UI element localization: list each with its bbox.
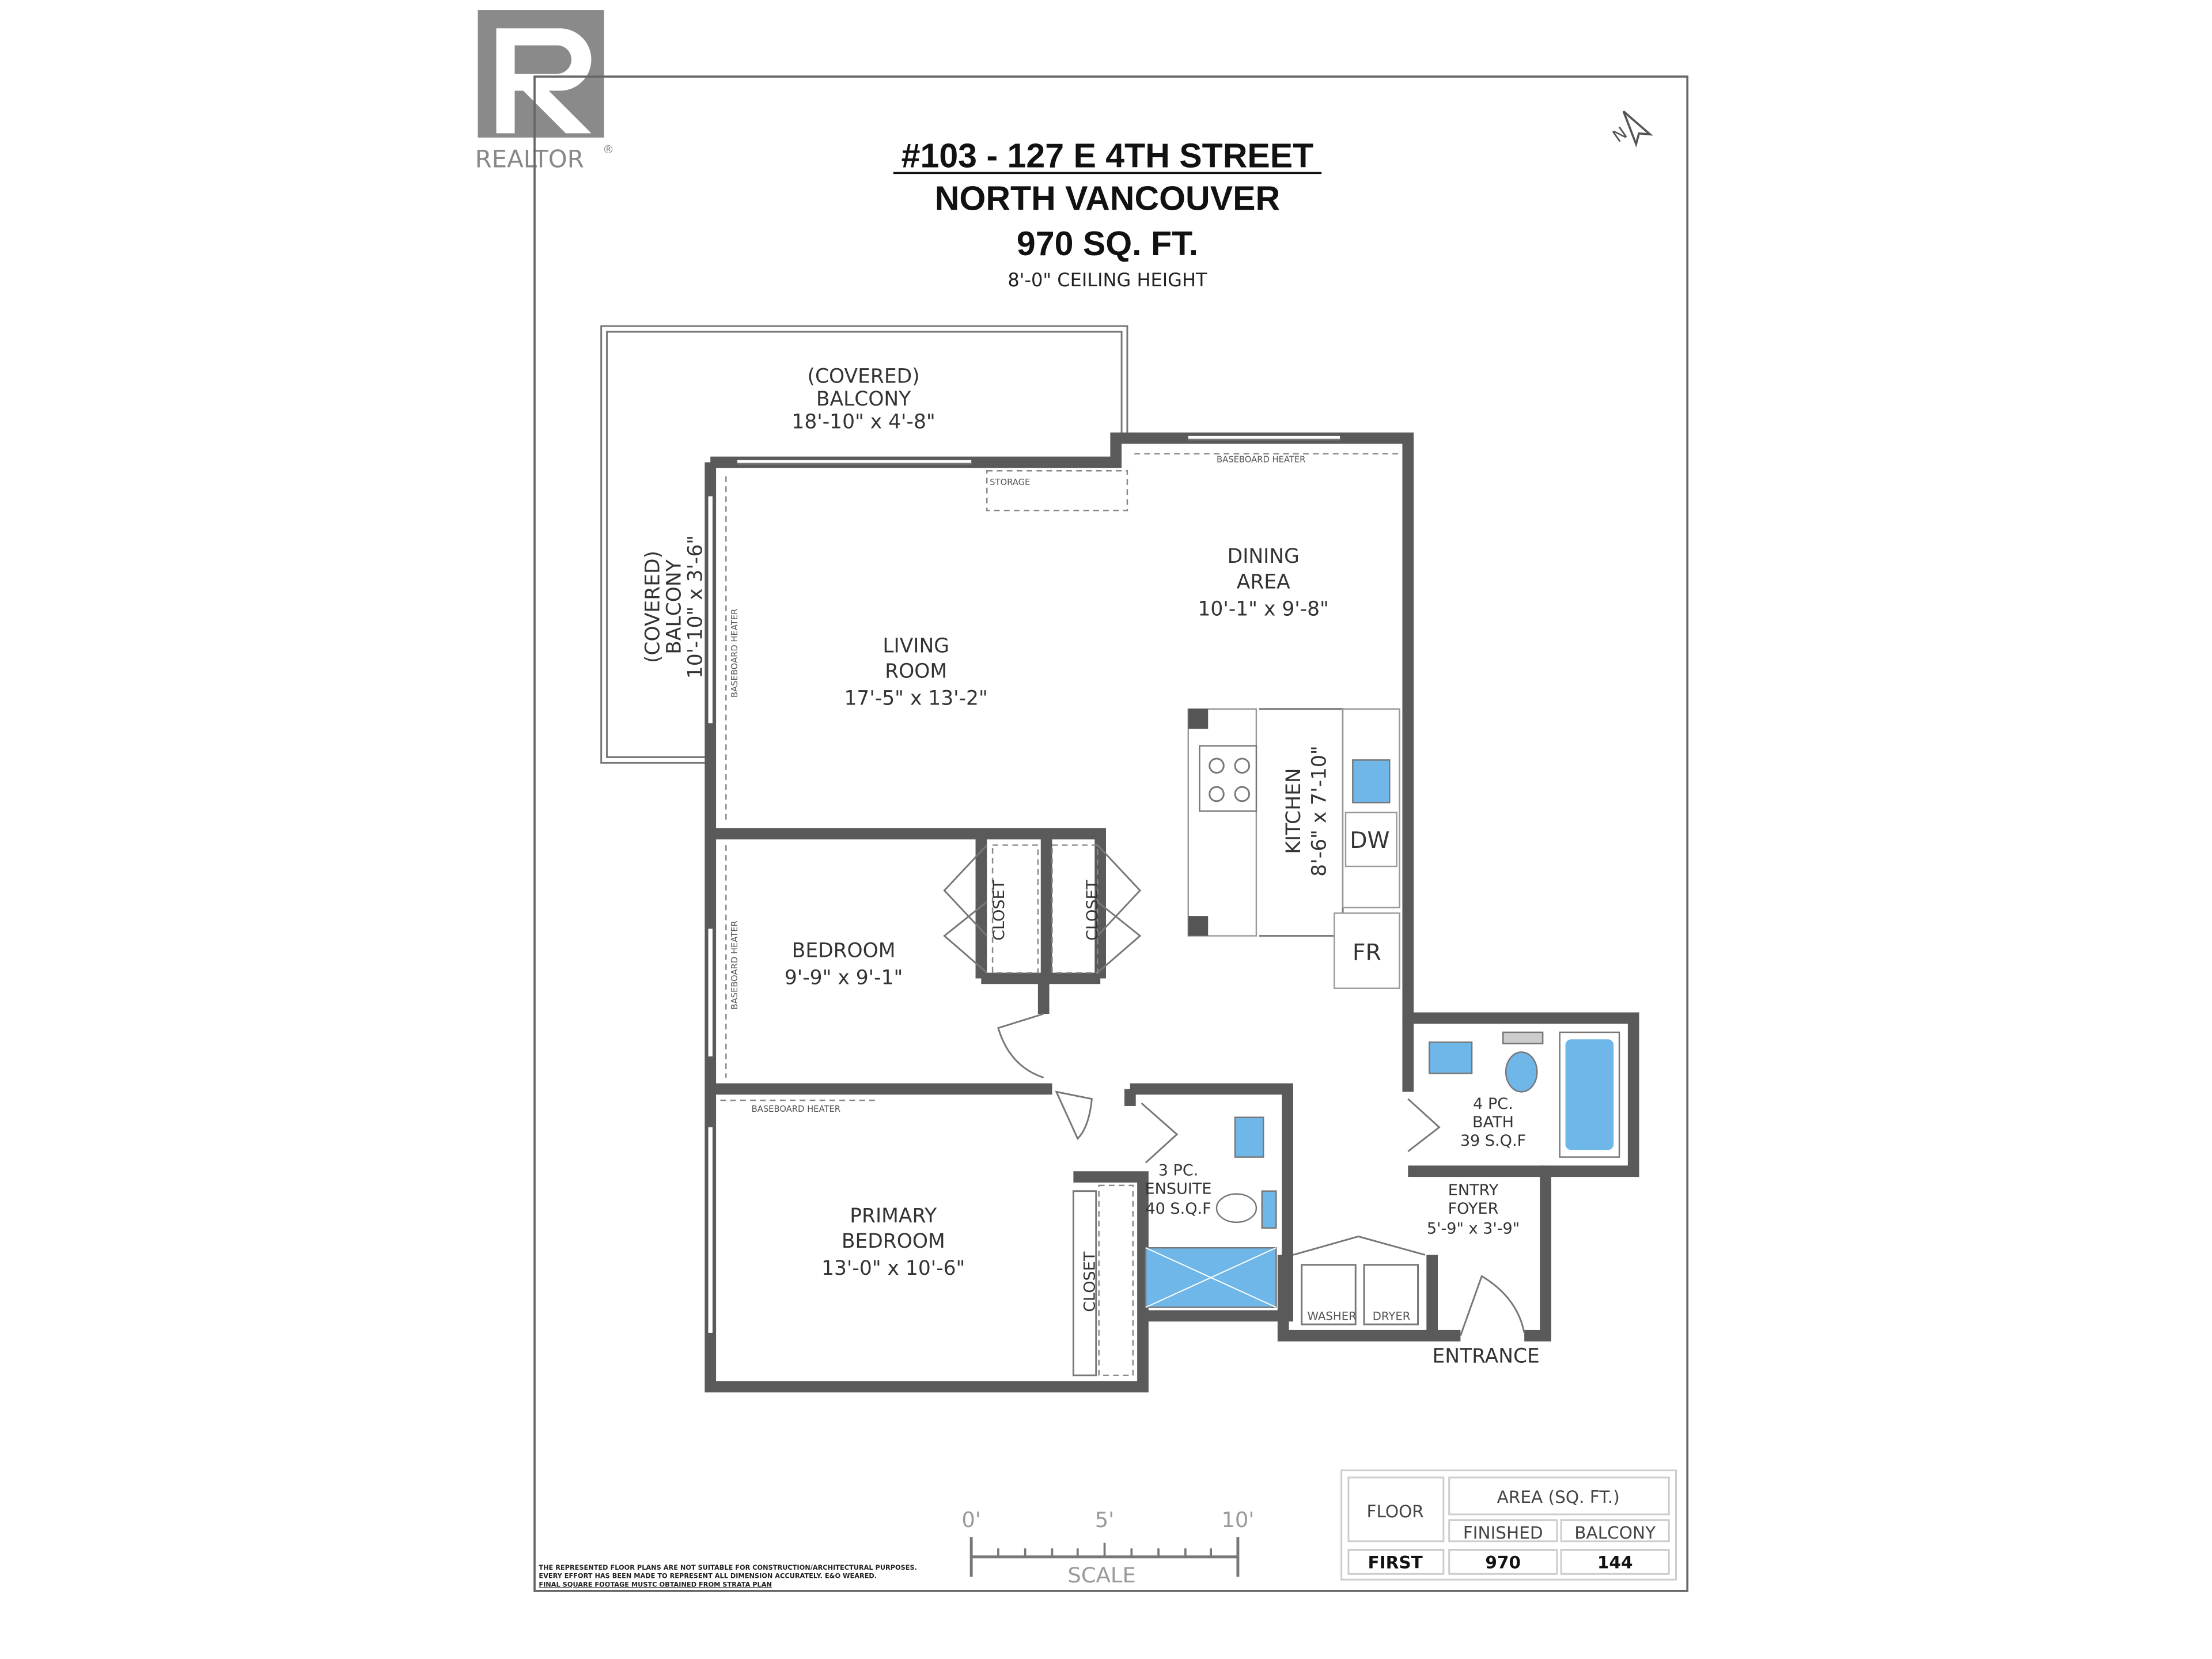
svg-text:9'-9" x 9'-1": 9'-9" x 9'-1"	[785, 966, 903, 989]
kitchen-counters	[1187, 708, 1400, 989]
dw-label: DW	[1350, 827, 1389, 854]
page-frame	[533, 75, 1689, 1592]
scale-bar: 0' 5' 10' SCALE	[961, 1508, 1254, 1588]
svg-text:BASEBOARD HEATER: BASEBOARD HEATER	[730, 609, 740, 698]
address-title: #103 - 127 E 4TH STREET	[902, 137, 1314, 175]
svg-text:10'-10" x 3'-6": 10'-10" x 3'-6"	[684, 535, 707, 679]
svg-text:AREA (SQ. FT.): AREA (SQ. FT.)	[1497, 1487, 1620, 1507]
city-title: NORTH VANCOUVER	[935, 179, 1280, 217]
disclaimer: THE REPRESENTED FLOOR PLANS ARE NOT SUIT…	[539, 1563, 917, 1589]
fr-label: FR	[1353, 939, 1381, 965]
room-label-balcony-top: (COVERED) BALCONY 18'-10" x 4'-8"	[791, 365, 935, 434]
north-arrow-icon: N	[1609, 110, 1653, 148]
entrance-label: ENTRANCE	[1433, 1345, 1540, 1368]
svg-text:17'-5" x 13'-2": 17'-5" x 13'-2"	[844, 687, 987, 710]
svg-text:EVERY EFFORT HAS BEEN MADE TO: EVERY EFFORT HAS BEEN MADE TO REPRESENT …	[539, 1572, 877, 1580]
svg-text:(COVERED): (COVERED)	[642, 551, 665, 663]
room-label-balcony-side: (COVERED) BALCONY 10'-10" x 3'-6"	[642, 535, 707, 679]
closet-doors	[943, 844, 1525, 1377]
svg-text:AREA: AREA	[1237, 571, 1290, 594]
svg-text:FIRST: FIRST	[1368, 1552, 1423, 1572]
svg-text:5': 5'	[1095, 1508, 1115, 1532]
svg-text:BEDROOM: BEDROOM	[842, 1230, 945, 1253]
svg-text:BASEBOARD HEATER: BASEBOARD HEATER	[752, 1104, 840, 1114]
realtor-logo: REALTOR ®	[475, 10, 614, 173]
svg-text:CLOSET: CLOSET	[1084, 880, 1101, 941]
svg-text:(COVERED): (COVERED)	[808, 365, 920, 388]
svg-text:40 S.Q.F: 40 S.Q.F	[1145, 1200, 1211, 1218]
svg-text:5'-9" x 3'-9": 5'-9" x 3'-9"	[1427, 1220, 1520, 1238]
svg-text:BALCONY: BALCONY	[1574, 1523, 1656, 1543]
svg-text:BASEBOARD HEATER: BASEBOARD HEATER	[730, 921, 740, 1009]
svg-text:DRYER: DRYER	[1373, 1310, 1411, 1323]
room-label-foyer: ENTRY FOYER 5'-9" x 3'-9"	[1427, 1181, 1520, 1237]
svg-text:ENTRY: ENTRY	[1448, 1181, 1499, 1199]
svg-text:SCALE: SCALE	[1067, 1563, 1135, 1588]
svg-text:BATH: BATH	[1472, 1113, 1514, 1131]
svg-text:BALCONY: BALCONY	[663, 559, 686, 654]
svg-text:REALTOR: REALTOR	[475, 145, 584, 173]
svg-text:10': 10'	[1221, 1508, 1254, 1532]
svg-text:CLOSET: CLOSET	[1081, 1251, 1099, 1312]
svg-text:18'-10" x 4'-8": 18'-10" x 4'-8"	[791, 410, 935, 433]
windows	[708, 435, 1340, 1333]
svg-text:DINING: DINING	[1228, 545, 1300, 568]
svg-text:BALCONY: BALCONY	[816, 388, 911, 411]
svg-text:0': 0'	[961, 1508, 981, 1532]
svg-text:4 PC.: 4 PC.	[1473, 1095, 1513, 1113]
svg-text:3 PC.: 3 PC.	[1158, 1162, 1199, 1180]
svg-text:39 S.Q.F: 39 S.Q.F	[1460, 1132, 1526, 1150]
laundry	[1301, 1264, 1419, 1325]
svg-text:BASEBOARD HEATER: BASEBOARD HEATER	[1217, 454, 1305, 464]
svg-text:ENSUITE: ENSUITE	[1145, 1180, 1212, 1198]
balcony-outline	[600, 325, 1128, 764]
svg-text:FINAL SQUARE FOOTAGE MUSTC OBT: FINAL SQUARE FOOTAGE MUSTC OBTAINED FROM…	[539, 1580, 772, 1588]
svg-text:13'-0" x 10'-6": 13'-0" x 10'-6"	[821, 1257, 965, 1280]
ensuite-fixtures	[1145, 1116, 1277, 1308]
room-label-primary: PRIMARY BEDROOM 13'-0" x 10'-6"	[821, 1205, 965, 1280]
svg-text:ROOM: ROOM	[885, 660, 947, 683]
svg-text:PRIMARY: PRIMARY	[850, 1205, 937, 1228]
bath-fixtures	[1429, 1031, 1620, 1158]
svg-text:FLOOR: FLOOR	[1366, 1502, 1423, 1521]
area-table: FLOOR AREA (SQ. FT.) FINISHED BALCONY FI…	[1340, 1469, 1677, 1581]
ceiling-height: 8'-0" CEILING HEIGHT	[1007, 269, 1207, 291]
svg-text:WASHER: WASHER	[1308, 1310, 1357, 1323]
room-label-kitchen: KITCHEN 8'-6" x 7'-10"	[1282, 745, 1331, 876]
svg-text:8'-6" x 7'-10": 8'-6" x 7'-10"	[1308, 745, 1331, 876]
svg-text:LIVING: LIVING	[882, 634, 949, 657]
svg-text:10'-1" x 9'-8": 10'-1" x 9'-8"	[1198, 597, 1329, 620]
svg-text:970: 970	[1485, 1552, 1521, 1572]
svg-text:THE REPRESENTED FLOOR PLANS AR: THE REPRESENTED FLOOR PLANS ARE NOT SUIT…	[539, 1563, 917, 1571]
room-label-dining: DINING AREA 10'-1" x 9'-8"	[1198, 545, 1329, 620]
svg-text:N: N	[1609, 123, 1631, 146]
svg-text:144: 144	[1597, 1552, 1633, 1572]
svg-text:CLOSET: CLOSET	[990, 880, 1008, 941]
svg-text:STORAGE: STORAGE	[990, 478, 1030, 487]
area-title: 970 SQ. FT.	[1017, 225, 1198, 263]
room-label-ensuite: 3 PC. ENSUITE 40 S.Q.F	[1145, 1162, 1212, 1218]
svg-text:FINISHED: FINISHED	[1463, 1523, 1543, 1543]
svg-text:®: ®	[603, 143, 614, 156]
room-label-bedroom: BEDROOM 9'-9" x 9'-1"	[785, 940, 903, 990]
svg-text:KITCHEN: KITCHEN	[1282, 768, 1305, 854]
svg-text:BEDROOM: BEDROOM	[792, 940, 896, 963]
svg-text:FOYER: FOYER	[1448, 1200, 1499, 1218]
room-label-bath: 4 PC. BATH 39 S.Q.F	[1460, 1095, 1526, 1150]
room-label-living: LIVING ROOM 17'-5" x 13'-2"	[844, 634, 987, 710]
walls	[704, 432, 1639, 1393]
